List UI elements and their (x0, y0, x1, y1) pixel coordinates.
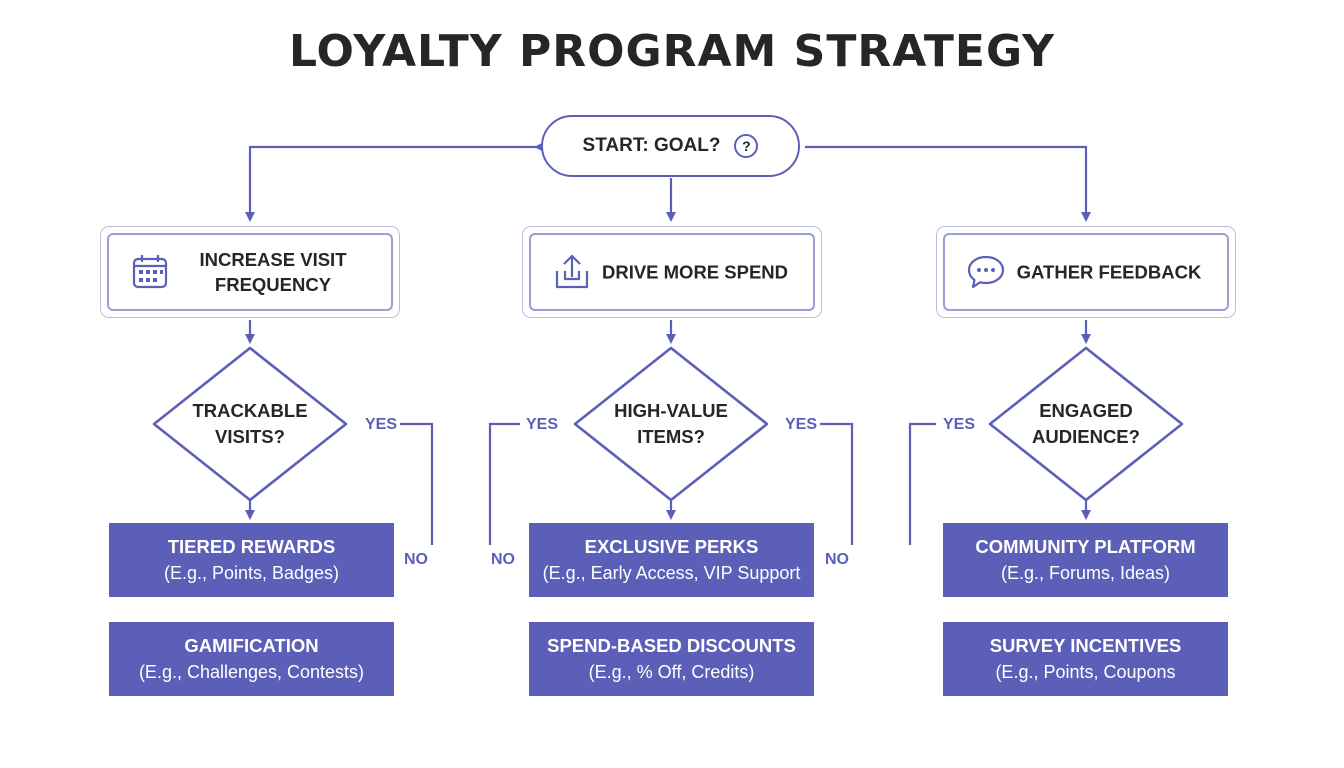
branch-line-2-left (488, 422, 520, 545)
outcome-title: COMMUNITY PLATFORM (975, 536, 1196, 557)
start-node: START: GOAL? ? (541, 115, 800, 177)
outcome-gamification: GAMIFICATION (E.g., Challenges, Contests… (109, 622, 394, 696)
goal-label-visit-frequency: INCREASE VISIT FREQUENCY (199, 249, 347, 295)
start-label: START: GOAL? (582, 135, 721, 156)
branch-line-3-left (908, 422, 936, 545)
branch-line-1-right (400, 422, 434, 545)
goal-box-gather-feedback: GATHER FEEDBACK (936, 226, 1236, 318)
outcome-description: (E.g., % Off, Credits) (588, 662, 755, 682)
goal-box-visit-frequency: INCREASE VISIT FREQUENCY (100, 226, 400, 318)
goal-label-drive-spend: DRIVE MORE SPEND (601, 261, 789, 283)
decision-diamond-1 (152, 346, 348, 502)
decision-label-trackable-visits: TRACKABLE VISITS? (192, 400, 308, 447)
outcome-title: SURVEY INCENTIVES (989, 635, 1182, 656)
decision-diamond-3 (988, 346, 1184, 502)
yes-label-2-right: YES (785, 416, 818, 433)
outcome-description: (E.g., Forums, Ideas) (1000, 563, 1171, 583)
no-label-1: NO (404, 551, 428, 568)
help-circle-icon: ? (734, 134, 759, 158)
outcome-title: TIERED REWARDS (167, 536, 336, 557)
no-label-2-right: NO (825, 551, 849, 568)
branch-line-2-right (820, 422, 854, 545)
yes-label-1: YES (365, 416, 398, 433)
decision-diamond-2 (573, 346, 769, 502)
connector-start-to-goal-1 (245, 142, 544, 222)
goal-label-gather-feedback: GATHER FEEDBACK (1016, 261, 1202, 283)
outcome-community-platform: COMMUNITY PLATFORM (E.g., Forums, Ideas) (943, 523, 1228, 597)
outcome-description: (E.g., Points, Badges) (163, 563, 340, 583)
chat-bubble-icon (967, 255, 1005, 289)
decision-label-engaged-audience: ENGAGED AUDIENCE? (1032, 400, 1140, 447)
outcome-description: (E.g., Early Access, VIP Support (542, 563, 801, 583)
outcome-spend-based-discounts: SPEND-BASED DISCOUNTS (E.g., % Off, Cred… (529, 622, 814, 696)
outcome-description: (E.g., Points, Coupons (995, 662, 1176, 682)
no-label-2-left: NO (491, 551, 515, 568)
outcome-survey-incentives: SURVEY INCENTIVES (E.g., Points, Coupons (943, 622, 1228, 696)
outcome-description: (E.g., Challenges, Contests) (138, 662, 365, 682)
connector-start-to-goal-3 (805, 145, 1091, 222)
page-title: LOYALTY PROGRAM STRATEGY (289, 26, 1055, 77)
yes-label-3: YES (943, 416, 976, 433)
calendar-icon (132, 255, 168, 289)
outcome-title: GAMIFICATION (184, 635, 319, 656)
outcome-title: SPEND-BASED DISCOUNTS (547, 635, 796, 656)
yes-label-2-left: YES (526, 416, 559, 433)
goal-box-drive-spend: DRIVE MORE SPEND (522, 226, 822, 318)
outcome-exclusive-perks: EXCLUSIVE PERKS (E.g., Early Access, VIP… (529, 523, 814, 597)
outcome-tiered-rewards: TIERED REWARDS (E.g., Points, Badges) (109, 523, 394, 597)
decision-label-high-value-items: HIGH-VALUE ITEMS? (614, 400, 728, 447)
outcome-title: EXCLUSIVE PERKS (584, 536, 759, 557)
upload-tray-icon (555, 254, 589, 289)
